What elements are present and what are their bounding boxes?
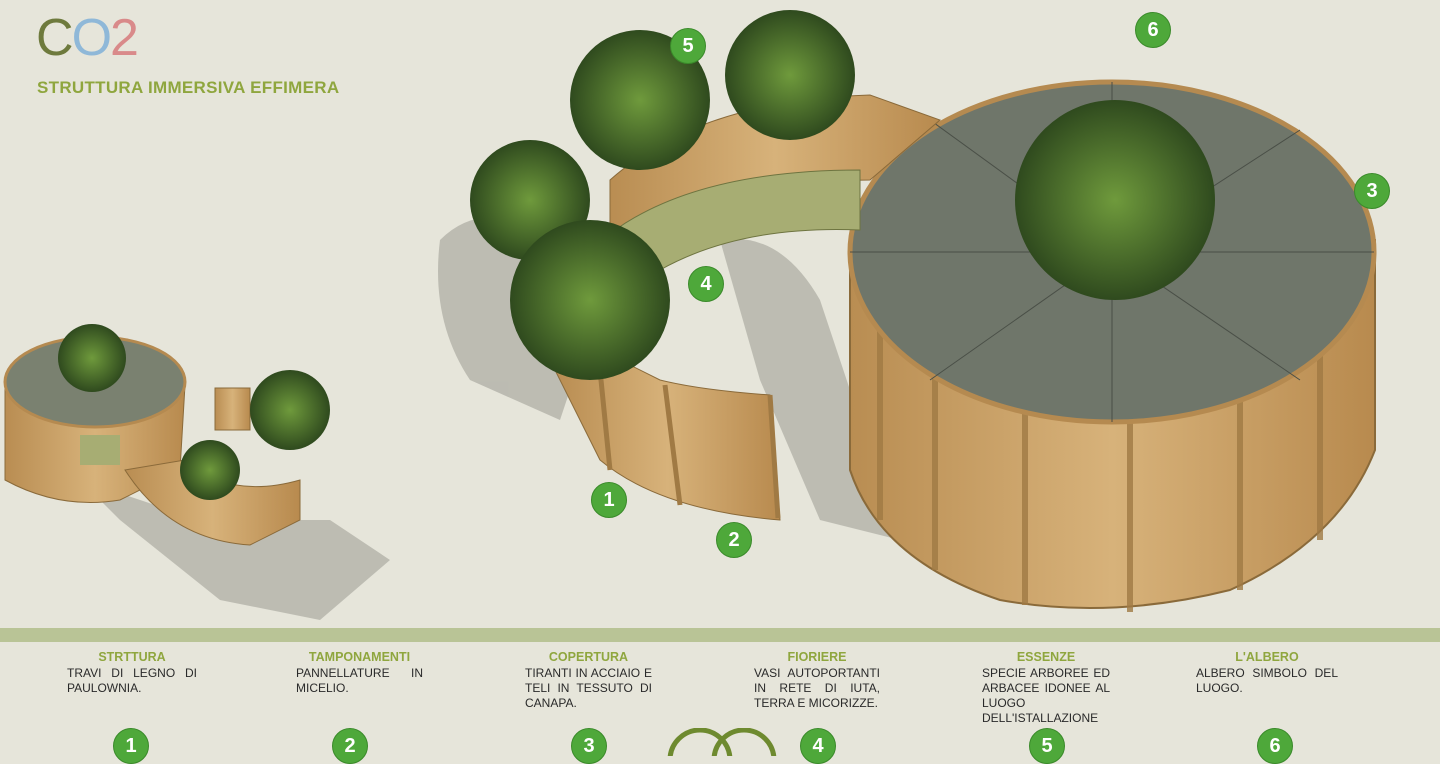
section-divider	[0, 628, 1440, 642]
badge-4-illustration: 4	[688, 266, 724, 302]
badge-6-illustration: 6	[1135, 12, 1171, 48]
structure-illustration	[3, 10, 1377, 620]
legend-description: VASI AUTOPORTANTI IN RETE DI IUTA, TERRA…	[754, 666, 880, 710]
legend-title: L'ALBERO	[1235, 650, 1299, 664]
legend-item-5: ESSENZE SPECIE ARBOREE ED ARBACEE IDONEE…	[982, 650, 1110, 726]
legend-description: TIRANTI IN ACCIAIO E TELI IN TESSUTO DI …	[525, 666, 652, 710]
legend-badge-5: 5	[1029, 728, 1065, 764]
roof-tree	[1015, 100, 1215, 300]
legend-title: COPERTURA	[548, 650, 629, 664]
legend-item-4: FIORIERE VASI AUTOPORTANTI IN RETE DI IU…	[754, 650, 880, 711]
legend-item-1: STRTTURA TRAVI DI LEGNO DI PAULOWNIA.	[67, 650, 197, 696]
legend-title: STRTTURA	[98, 650, 166, 664]
legend-title: TAMPONAMENTI	[308, 650, 411, 664]
small-model	[3, 324, 330, 546]
legend-badge-1: 1	[113, 728, 149, 764]
legend-badge-6: 6	[1257, 728, 1293, 764]
legend-badge-2: 2	[332, 728, 368, 764]
legend-item-6: L'ALBERO ALBERO SIMBOLO DEL LUOGO.	[1196, 650, 1338, 696]
legend-description: SPECIE ARBOREE ED ARBACEE IDONEE AL LUOG…	[982, 666, 1110, 725]
badge-2-illustration: 2	[716, 522, 752, 558]
legend-description: ALBERO SIMBOLO DEL LUOGO.	[1196, 666, 1338, 695]
co2-logo: CO2	[36, 9, 139, 67]
legend-item-3: COPERTURA TIRANTI IN ACCIAIO E TELI IN T…	[525, 650, 652, 711]
legend-description: PANNELLATURE IN MICELIO.	[296, 666, 423, 695]
shadows	[80, 217, 900, 620]
legend-badge-4: 4	[800, 728, 836, 764]
badge-3-illustration: 3	[1354, 173, 1390, 209]
badge-1-illustration: 1	[591, 482, 627, 518]
legend-badge-3: 3	[571, 728, 607, 764]
page-subtitle: STRUTTURA IMMERSIVA EFFIMERA	[37, 78, 340, 97]
rings-logo-icon	[667, 728, 777, 756]
badge-5-illustration: 5	[670, 28, 706, 64]
legend-title: ESSENZE	[1016, 650, 1076, 664]
legend-description: TRAVI DI LEGNO DI PAULOWNIA.	[67, 666, 197, 695]
legend-title: FIORIERE	[787, 650, 847, 664]
large-cylinder	[847, 79, 1377, 612]
legend-item-2: TAMPONAMENTI PANNELLATURE IN MICELIO.	[296, 650, 423, 696]
trees	[470, 10, 855, 380]
